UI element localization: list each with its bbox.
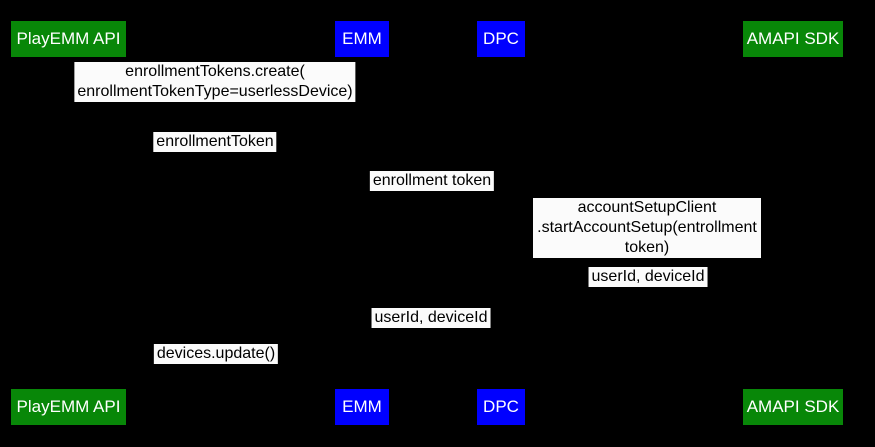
lifeline-amapi-sdk: [792, 57, 793, 389]
message-userid-deviceid-return: userId, deviceId: [588, 267, 708, 287]
actor-amapi-sdk-bottom: AMAPI SDK: [743, 389, 843, 425]
message-enrollment-tokens-create: enrollmentTokens.create( enrollmentToken…: [74, 62, 356, 102]
actor-emm-top: EMM: [335, 21, 389, 57]
actor-dpc-bottom: DPC: [477, 389, 525, 425]
message-enrollment-token-pass: enrollment token: [369, 171, 495, 191]
message-start-account-setup: accountSetupClient .startAccountSetup(en…: [533, 198, 761, 258]
lifeline-emm: [361, 57, 362, 389]
message-userid-deviceid-pass: userId, deviceId: [371, 308, 491, 328]
actor-emm-bottom: EMM: [335, 389, 389, 425]
message-devices-update: devices.update(): [153, 344, 279, 364]
actor-dpc-top: DPC: [477, 21, 525, 57]
lifeline-dpc: [500, 57, 501, 389]
actor-playemm-api-bottom: PlayEMM API: [11, 389, 126, 425]
message-enrollment-token-return: enrollmentToken: [153, 132, 277, 152]
actor-amapi-sdk-top: AMAPI SDK: [743, 21, 843, 57]
actor-playemm-api-top: PlayEMM API: [11, 21, 126, 57]
lifeline-playemm-api: [68, 57, 69, 389]
